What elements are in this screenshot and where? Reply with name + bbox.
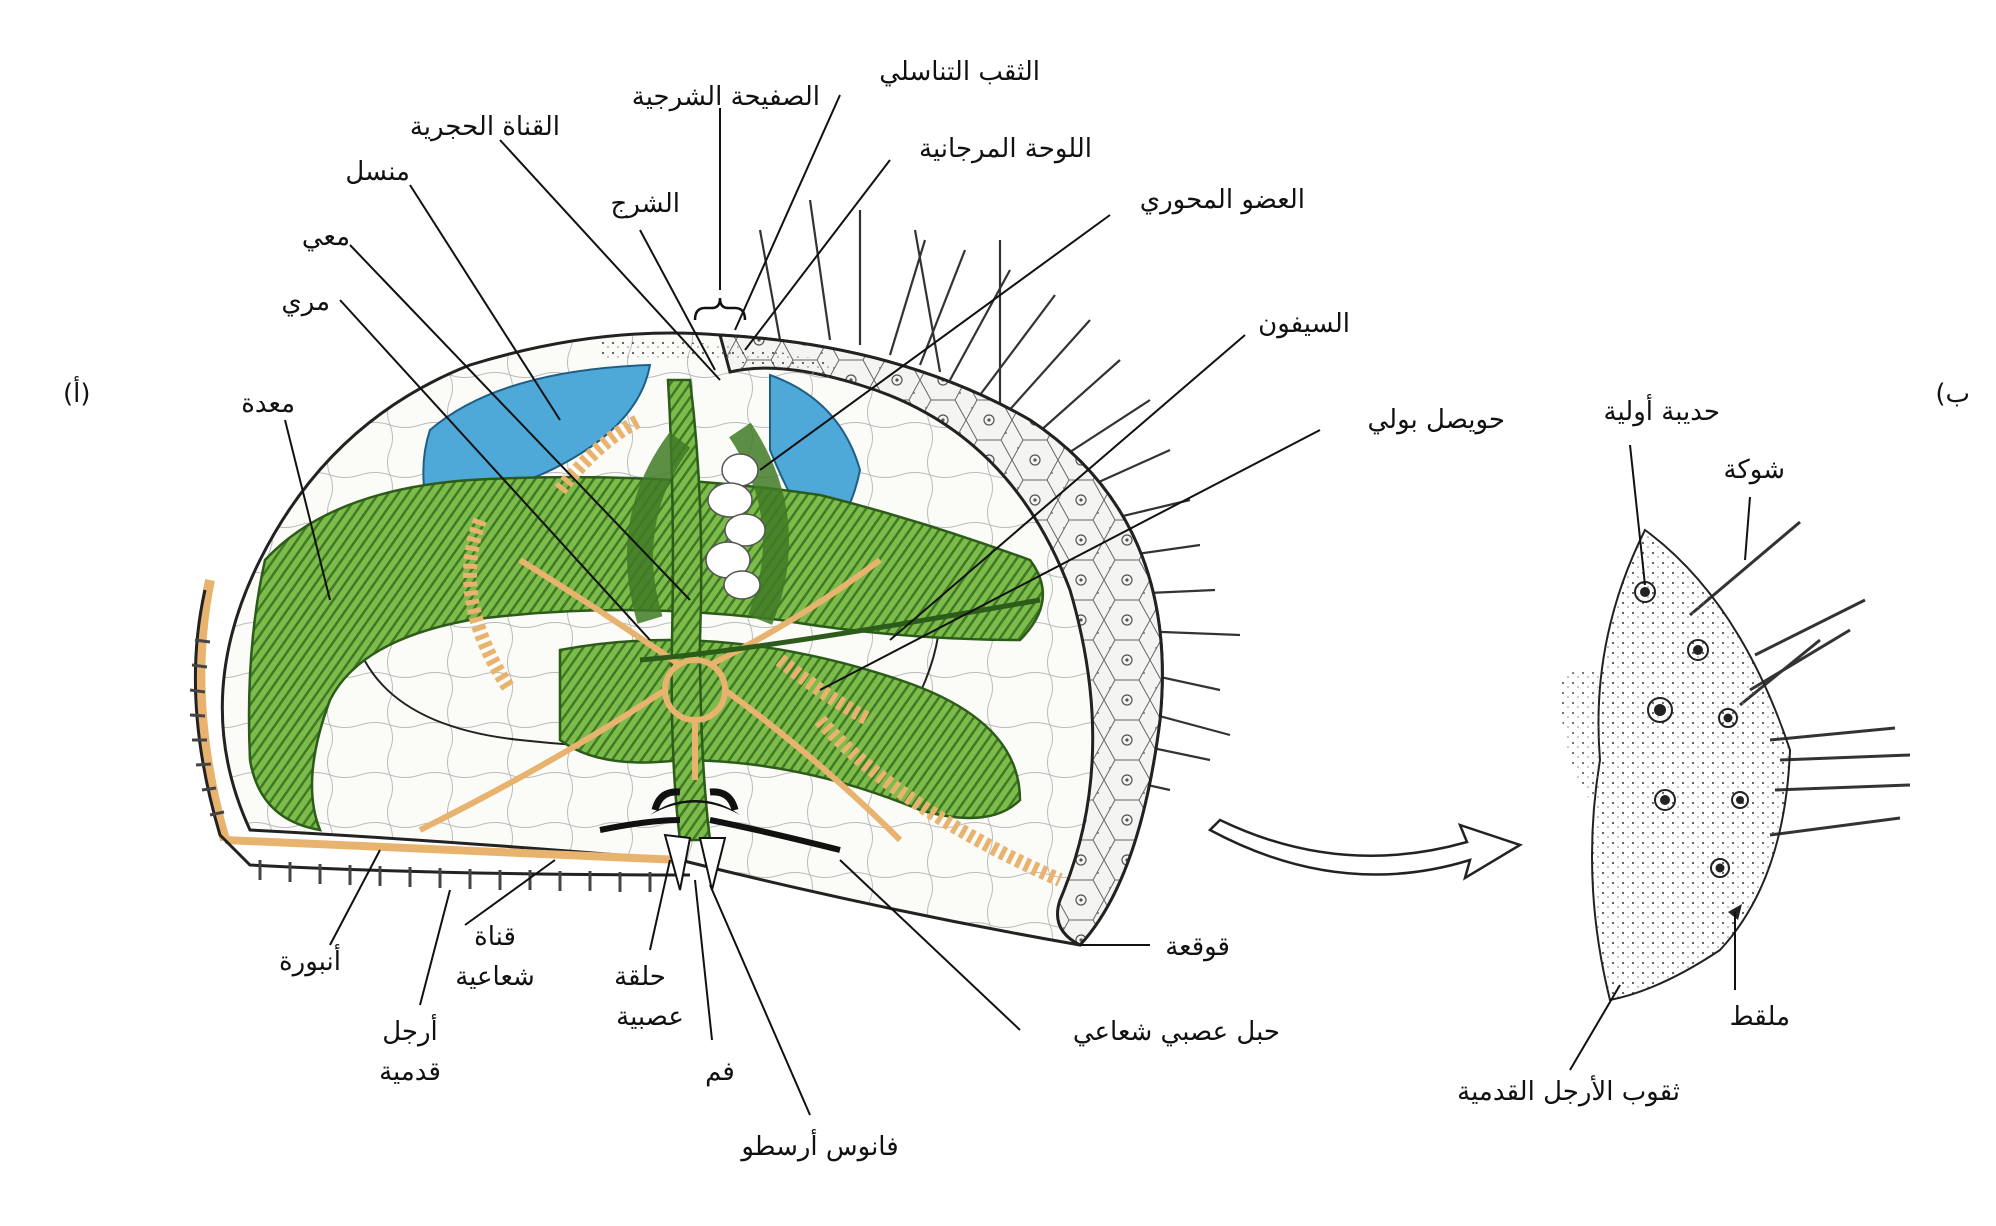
panel-label-b: (ب: [1935, 379, 1970, 409]
tube-feet-ticks: [189, 638, 652, 892]
detail-plate: [1591, 528, 1792, 1002]
test-detail: [1560, 520, 1911, 1002]
label-tube-feet-2: قدمية: [379, 1057, 441, 1087]
label-stomach: معدة: [241, 389, 295, 419]
label-intestine: معي: [302, 222, 350, 252]
label-axial-organ: العضو المحوري: [1140, 185, 1305, 215]
label-polian-vesicle: حويصل بولي: [1367, 405, 1505, 435]
label-mouth: فم: [705, 1057, 735, 1087]
label-ampulla: أنبورة: [279, 943, 341, 977]
label-test: قوقعة: [1165, 932, 1230, 962]
tube-feet-rim: [193, 578, 691, 877]
label-stone-canal: القناة الحجرية: [410, 112, 560, 142]
label-nerve-ring-2: عصبية: [616, 1002, 684, 1032]
label-siphon: السيفون: [1258, 309, 1350, 339]
label-gonad: منسل: [345, 157, 410, 187]
leader-lines: [284, 94, 1751, 1116]
label-lantern: فانوس أرسطو: [739, 1128, 898, 1162]
label-spine: شوكة: [1723, 455, 1785, 485]
axial-organ: [705, 453, 766, 600]
stomach: [247, 475, 1045, 832]
label-tubercle: حديبة أولية: [1604, 393, 1721, 427]
label-tube-feet-1: أرجل: [382, 1013, 438, 1047]
label-radial-canal-1: قناة: [474, 922, 516, 952]
label-anal-plate: الصفيحة الشرجية: [632, 82, 820, 112]
panel-label-a: (أ): [63, 375, 91, 409]
label-esophagus: مري: [281, 287, 330, 317]
label-radial-canal-2: شعاعية: [455, 962, 535, 992]
label-radial-nerve: حبل عصبي شعاعي: [1073, 1017, 1280, 1047]
label-anus: الشرج: [611, 189, 680, 219]
label-genital-pore: الثقب التناسلي: [879, 57, 1040, 87]
label-nerve-ring-1: حلقة: [614, 962, 666, 992]
anal-plate-bracket: [693, 297, 747, 321]
lantern: [599, 788, 841, 891]
detail-arrow: [1207, 818, 1523, 881]
label-tube-foot-pores: ثقوب الأرجل القدمية: [1457, 1074, 1680, 1107]
label-pedicellaria: ملقط: [1730, 1002, 1790, 1032]
ampullae-rows: [463, 413, 1063, 887]
labels: (أ) (ب الثقب التناسلي الصفيحة الشرجية ال…: [63, 57, 1970, 1162]
water-vascular-canals: [418, 557, 903, 843]
urchin-section: [189, 199, 1241, 947]
label-madreporite: اللوحة المرجانية: [919, 134, 1092, 164]
